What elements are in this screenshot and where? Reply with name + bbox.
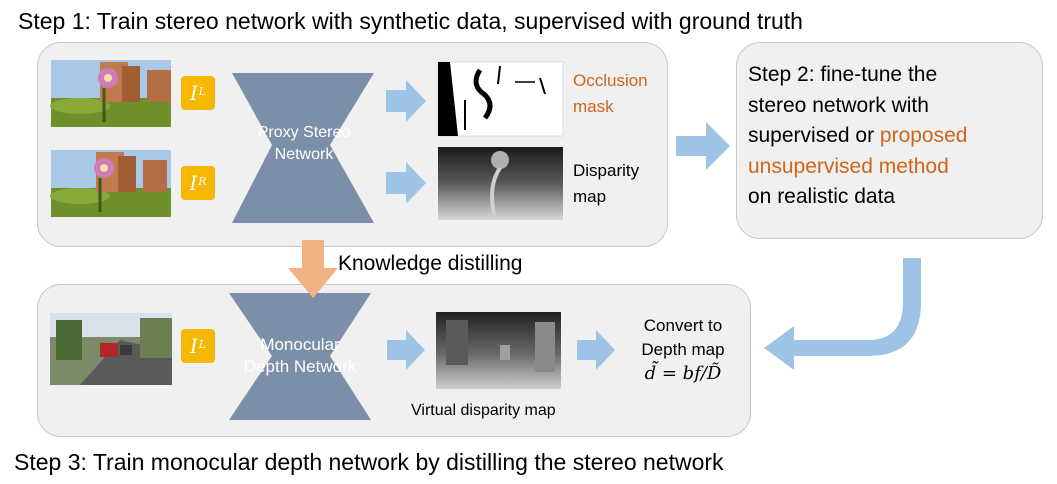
proxy-net-line2: Network (274, 146, 334, 163)
arrow-to-disparity (386, 162, 426, 204)
occlusion-mask-label: Occlusion mask (573, 68, 648, 120)
occlusion-line1: Occlusion (573, 71, 648, 90)
mono-net-line2: Depth Network (243, 357, 357, 376)
arrow-step1-to-step2 (676, 122, 730, 170)
badge-symbol: I (189, 334, 198, 358)
step2-line3-highlight: proposed (879, 124, 968, 147)
virtual-disparity-label: Virtual disparity map (411, 402, 556, 419)
convert-line1: Convert to (643, 316, 723, 335)
monocular-depth-network-label: Monocular Depth Network (226, 334, 374, 378)
badge-superscript: R (198, 174, 207, 188)
left-synthetic-image (50, 60, 171, 127)
street-image (50, 313, 172, 385)
badge-superscript: L (198, 84, 207, 98)
occlusion-mask-image (437, 61, 564, 137)
arrow-step2-to-step3 (764, 258, 921, 370)
arrow-to-virtual-disparity (387, 330, 425, 370)
badge-symbol: I (189, 81, 198, 105)
mono-net-line1: Monocular (260, 335, 340, 354)
disparity-map-image (438, 147, 563, 220)
convert-line2: Depth map (641, 340, 725, 359)
step2-panel (736, 42, 1043, 239)
arrow-to-occlusion (386, 80, 426, 122)
badge-superscript: L (198, 337, 207, 351)
monocular-depth-network-shape (229, 293, 371, 420)
disparity-line1: Disparity (573, 161, 640, 180)
right-synthetic-image (50, 150, 171, 217)
step2-line3-plain: supervised or (748, 124, 880, 147)
step2-line5: on realistic data (748, 185, 896, 208)
arrow-to-convert (577, 330, 615, 370)
virtual-disparity-map-image (436, 312, 561, 389)
step3-title: Step 3: Train monocular depth network by… (14, 449, 724, 475)
disparity-line2: map (573, 187, 607, 206)
badge-symbol: I (189, 171, 198, 195)
convert-label: Convert to Depth map d̃ = bf/D̃ (624, 314, 742, 386)
step2-text: Step 2: fine-tune the stereo network wit… (748, 60, 967, 213)
step1-title: Step 1: Train stereo network with synthe… (18, 8, 803, 34)
step2-line2: stereo network with (748, 93, 929, 117)
knowledge-distilling-label: Knowledge distilling (338, 252, 523, 275)
occlusion-line2: mask (573, 97, 614, 116)
step2-line3: supervised or proposed (748, 121, 967, 152)
disparity-map-label: Disparity map (573, 158, 639, 210)
proxy-stereo-network-shape (232, 73, 374, 223)
step2-line1: Step 2: fine-tune the (748, 63, 938, 86)
proxy-stereo-network-label: Proxy Stereo Network (236, 122, 372, 166)
knowledge-distilling-arrow (288, 240, 338, 298)
step2-line4-highlight: unsupervised method (748, 154, 949, 178)
proxy-net-line1: Proxy Stereo (257, 124, 351, 141)
convert-formula: d̃ = bf/D̃ (644, 363, 722, 384)
